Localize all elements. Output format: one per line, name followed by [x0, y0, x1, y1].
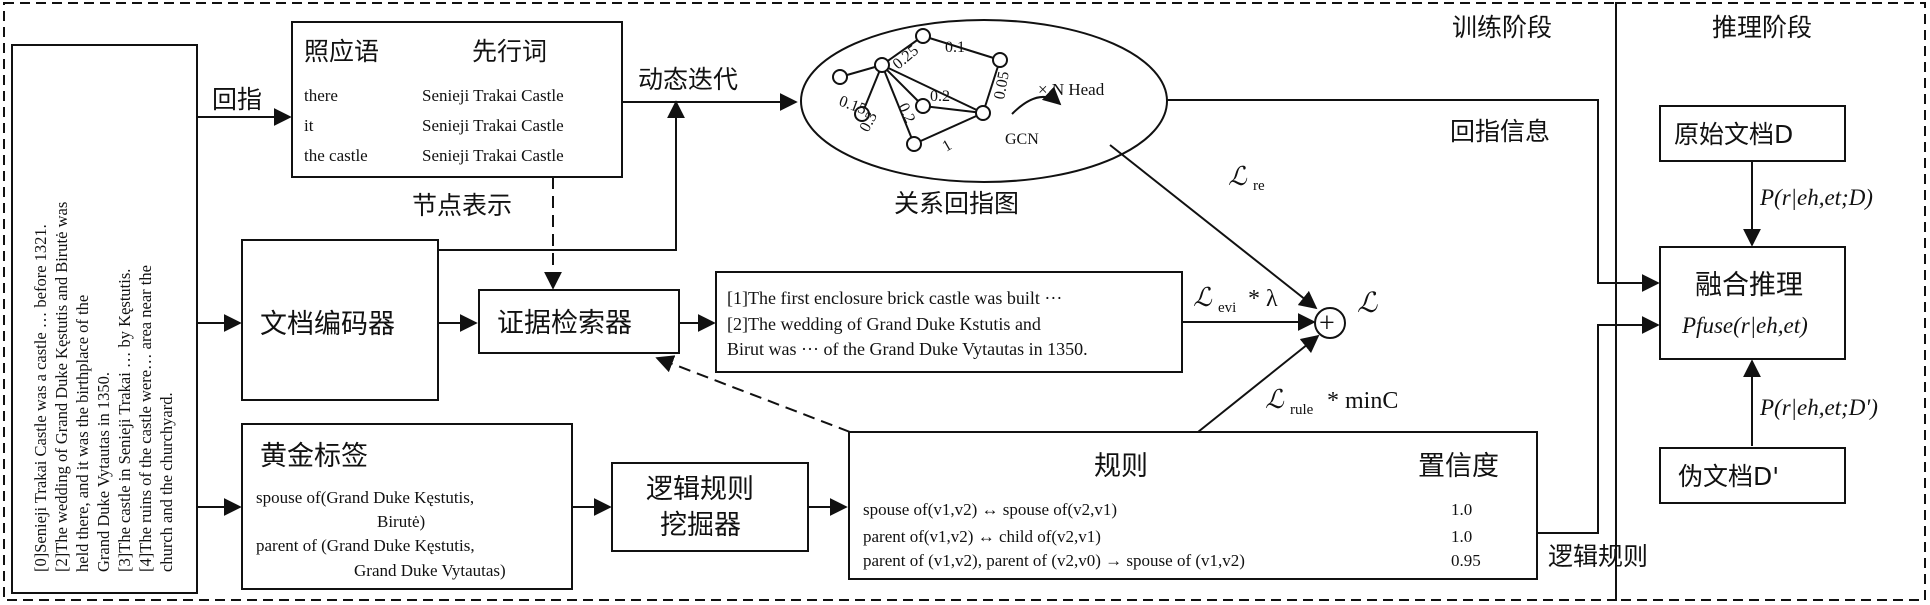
document-encoder-label: 文档编码器	[260, 309, 395, 340]
arrow-rules-to-loss	[1197, 334, 1320, 433]
graph-node	[874, 57, 890, 73]
coref-col-antecedent: 先行词	[472, 37, 547, 66]
loss-evi: ℒ evi * λ	[1193, 283, 1278, 316]
rule-confidence: 1.0	[1451, 527, 1472, 546]
node-repr-label: 节点表示	[412, 191, 512, 220]
loss-sum-symbol: +	[1319, 308, 1335, 339]
coref-anaphor: the castle	[304, 146, 368, 165]
inference-stage-frame	[1615, 2, 1926, 601]
rule-confidence: 1.0	[1451, 500, 1472, 519]
coref-antecedent: Senieji Trakai Castle	[422, 86, 564, 105]
svg-text:ℒ: ℒ	[1193, 283, 1213, 312]
edge-weight: 0.2	[894, 101, 918, 126]
dynamic-iteration-label: 动态迭代	[638, 65, 738, 94]
rules-col-rule: 规则	[1094, 451, 1148, 482]
doc-line: [3]The castle in Senieji Trakai … by Kęs…	[115, 269, 134, 572]
loss-re: ℒ re	[1228, 162, 1265, 194]
logic-rules-label: 逻辑规则	[1548, 542, 1648, 571]
gold-label-line: Birutė)	[377, 512, 425, 531]
graph-title: 关系回指图	[894, 189, 1019, 218]
graph-nodes	[832, 28, 1008, 152]
coref-antecedent: Senieji Trakai Castle	[422, 146, 564, 165]
rule-miner-box	[611, 462, 809, 552]
coref-anaphor: it	[304, 116, 314, 135]
rule-text: parent of(v1,v2) ↔ child of(v2,v1)	[863, 527, 1101, 546]
rule-text: parent of (v1,v2), parent of (v2,v0) → s…	[863, 551, 1245, 570]
gold-labels-box	[241, 423, 573, 590]
prob-fused: Pfuse(r|eh,et)	[1681, 313, 1808, 338]
arrow-graph-to-fusion	[1167, 99, 1660, 292]
gcn-label: GCN	[1005, 131, 1039, 148]
document-encoder-box	[241, 239, 439, 401]
doc-line: [0]Senieji Trakai Castle was a castle … …	[31, 224, 50, 572]
evidence-line: Birut was ··· of the Grand Duke Vytautas…	[727, 339, 1088, 359]
input-document-text: [0]Senieji Trakai Castle was a castle … …	[31, 202, 176, 572]
graph-node	[915, 98, 931, 114]
svg-text:ℒ: ℒ	[1265, 385, 1285, 414]
doc-line: [2]The wedding of Grand Duke Kęstutis an…	[52, 202, 71, 572]
coref-col-anaphor: 照应语	[304, 37, 379, 66]
arrow-graph-to-loss	[1109, 144, 1318, 310]
input-document-box	[11, 44, 198, 594]
evidence-line: [1]The first enclosure brick castle was …	[727, 288, 1062, 308]
rules-table-box	[848, 431, 1538, 580]
graph-node	[975, 105, 991, 121]
graph-node	[854, 106, 870, 122]
coref-arrow-label: 回指	[212, 85, 262, 114]
multi-head-label: × N Head	[1038, 80, 1105, 99]
evidence-box	[715, 271, 1183, 373]
edge-weight: 0.2	[930, 88, 950, 105]
graph-node	[915, 28, 931, 44]
gold-label-line: parent of (Grand Duke Kęstutis,	[256, 536, 475, 555]
loss-sum-node	[1314, 307, 1346, 339]
edge-weight: 0.05	[991, 70, 1013, 101]
arrow-rules-to-retriever	[655, 355, 851, 433]
svg-text:* λ: * λ	[1248, 286, 1278, 312]
rule-miner-label-2: 挖掘器	[660, 510, 741, 541]
rule-miner-label-1: 逻辑规则	[646, 474, 754, 505]
evidence-retriever-box	[478, 289, 680, 354]
coref-antecedent: Senieji Trakai Castle	[422, 116, 564, 135]
coref-info-label: 回指信息	[1450, 117, 1550, 146]
graph-node	[906, 136, 922, 152]
svg-text:re: re	[1253, 178, 1265, 194]
fusion-reasoning-box	[1659, 246, 1846, 360]
doc-line: Grand Duke Vytautas in 1350.	[94, 372, 113, 572]
multi-head-curve	[1011, 86, 1062, 115]
total-loss: ℒ	[1357, 288, 1378, 319]
gold-label-line: spouse of(Grand Duke Kęstutis,	[256, 488, 474, 507]
evidence-line: [2]The wedding of Grand Duke Kstutis and	[727, 314, 1041, 334]
inference-stage-label: 推理阶段	[1712, 13, 1812, 42]
coref-table-box	[291, 21, 623, 178]
gold-labels-title: 黄金标签	[260, 441, 368, 472]
doc-line: [4]The ruins of the castle were… area ne…	[136, 265, 155, 572]
evidence-retriever-label: 证据检索器	[497, 308, 632, 339]
svg-text:* minC: * minC	[1327, 388, 1398, 414]
gold-label-line: Grand Duke Vytautas)	[354, 561, 506, 580]
svg-text:rule: rule	[1290, 402, 1314, 418]
doc-line: held there, and it was the birthplace of…	[73, 295, 92, 572]
training-stage-label: 训练阶段	[1452, 13, 1552, 42]
pseudo-document-label: 伪文档D'	[1678, 462, 1779, 491]
prob-original: P(r|eh,et;D)	[1759, 185, 1873, 210]
rule-text: spouse of(v1,v2) ↔ spouse of(v2,v1)	[863, 500, 1117, 519]
coref-anaphor: there	[304, 86, 338, 105]
arrow-rules-to-fusion	[1537, 316, 1660, 534]
original-document-label: 原始文档D	[1674, 120, 1793, 149]
original-document-box	[1659, 105, 1846, 162]
rule-confidence: 0.95	[1451, 551, 1481, 570]
edge-weight: 0.1	[945, 39, 965, 56]
loss-rule: ℒ rule * minC	[1265, 385, 1398, 418]
pseudo-document-box	[1659, 447, 1846, 504]
graph-node	[992, 52, 1008, 68]
rules-col-confidence: 置信度	[1418, 451, 1499, 482]
doc-line: church and the churchyard.	[157, 392, 176, 572]
arrow-encoder-to-graph	[438, 100, 685, 251]
fusion-reasoning-label: 融合推理	[1695, 270, 1803, 301]
prob-pseudo: P(r|eh,et;D')	[1759, 395, 1878, 420]
graph-node	[832, 69, 848, 85]
svg-text:ℒ: ℒ	[1228, 162, 1248, 191]
svg-text:evi: evi	[1218, 300, 1236, 316]
